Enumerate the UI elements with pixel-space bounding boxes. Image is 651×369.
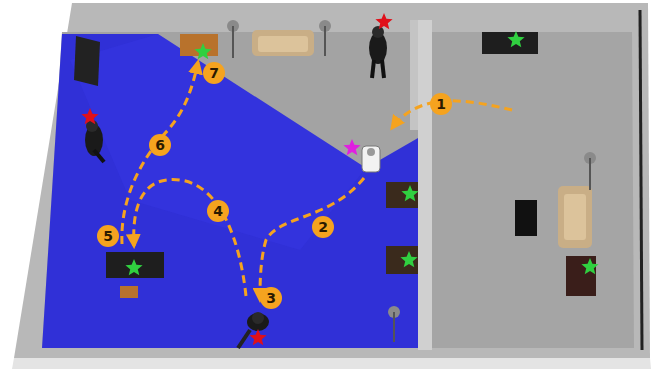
table: [386, 246, 418, 274]
interior-wall: [418, 20, 432, 350]
marker-star: [401, 185, 418, 201]
callout-number: 3: [260, 287, 282, 309]
person: [247, 313, 269, 331]
person: [94, 150, 104, 162]
lamp: [393, 312, 395, 342]
floor: [432, 32, 634, 348]
marker-star: [125, 259, 142, 275]
marker-star: [507, 31, 524, 47]
robot-path: [260, 178, 364, 300]
robot-path: [392, 101, 512, 128]
callout-number: 5: [97, 225, 119, 247]
person: [238, 330, 250, 348]
person: [372, 60, 374, 78]
person: [382, 60, 384, 78]
floor: [42, 32, 418, 348]
couch: [558, 186, 592, 248]
table: [386, 182, 418, 208]
robot: [362, 146, 380, 172]
robot: [367, 148, 375, 156]
couch: [258, 36, 308, 52]
robot-path: [122, 62, 512, 300]
bookshelf: [74, 36, 100, 86]
visibility-area: [70, 34, 366, 250]
marker-star: [400, 251, 417, 267]
marker-star: [249, 329, 266, 345]
marker-star: [375, 13, 392, 29]
table: [106, 252, 164, 278]
callout-number: 2: [312, 216, 334, 238]
callout-number: 6: [149, 134, 171, 156]
robot-path: [122, 62, 198, 244]
couch: [252, 30, 314, 56]
visibility-area: [42, 34, 418, 348]
outer-wall: [14, 3, 650, 358]
wall-edge: [640, 10, 642, 350]
callout-number: 1: [430, 93, 452, 115]
chair: [120, 286, 138, 298]
person: [372, 26, 384, 38]
marker-star: [343, 139, 360, 155]
callout-number: 4: [207, 200, 229, 222]
person: [252, 312, 264, 324]
table: [482, 32, 538, 54]
tv: [515, 200, 537, 236]
marker-star: [581, 258, 598, 274]
callout-number: 7: [203, 62, 225, 84]
lamp: [589, 158, 591, 190]
lamp: [324, 26, 326, 56]
marker-star: [81, 108, 98, 124]
interior-wall: [410, 20, 418, 130]
couch: [564, 194, 586, 240]
robot-path: [134, 180, 246, 296]
wall-edge: [12, 358, 651, 369]
lamp: [232, 26, 234, 58]
marker-star: [194, 43, 211, 59]
